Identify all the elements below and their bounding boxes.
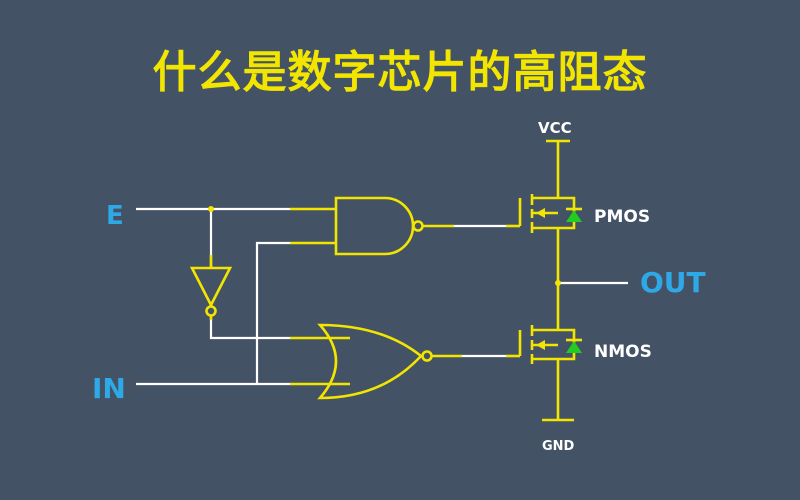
wires [136,207,628,386]
nmos-transistor [506,325,582,410]
input-label: IN [92,372,126,405]
nand-gate [290,196,454,256]
vcc-symbol [546,139,570,190]
pmos-transistor [506,190,582,236]
enable-label: E [106,201,124,231]
pmos-label: PMOS [594,207,650,227]
nor-gate [290,323,462,400]
inverter-output-wire [209,318,290,340]
gnd-label: GND [542,439,575,454]
inverter-gate [189,255,233,320]
page-title: 什么是数字芯片的高阻态 [152,47,648,98]
junction-dot [208,206,214,212]
diode-icon [566,341,582,353]
vcc-label: VCC [538,119,572,137]
output-label: OUT [640,266,706,299]
nmos-label: NMOS [594,342,652,362]
input-branch-wire [255,241,290,384]
diode-icon [566,210,582,222]
ground-symbol [542,410,574,422]
